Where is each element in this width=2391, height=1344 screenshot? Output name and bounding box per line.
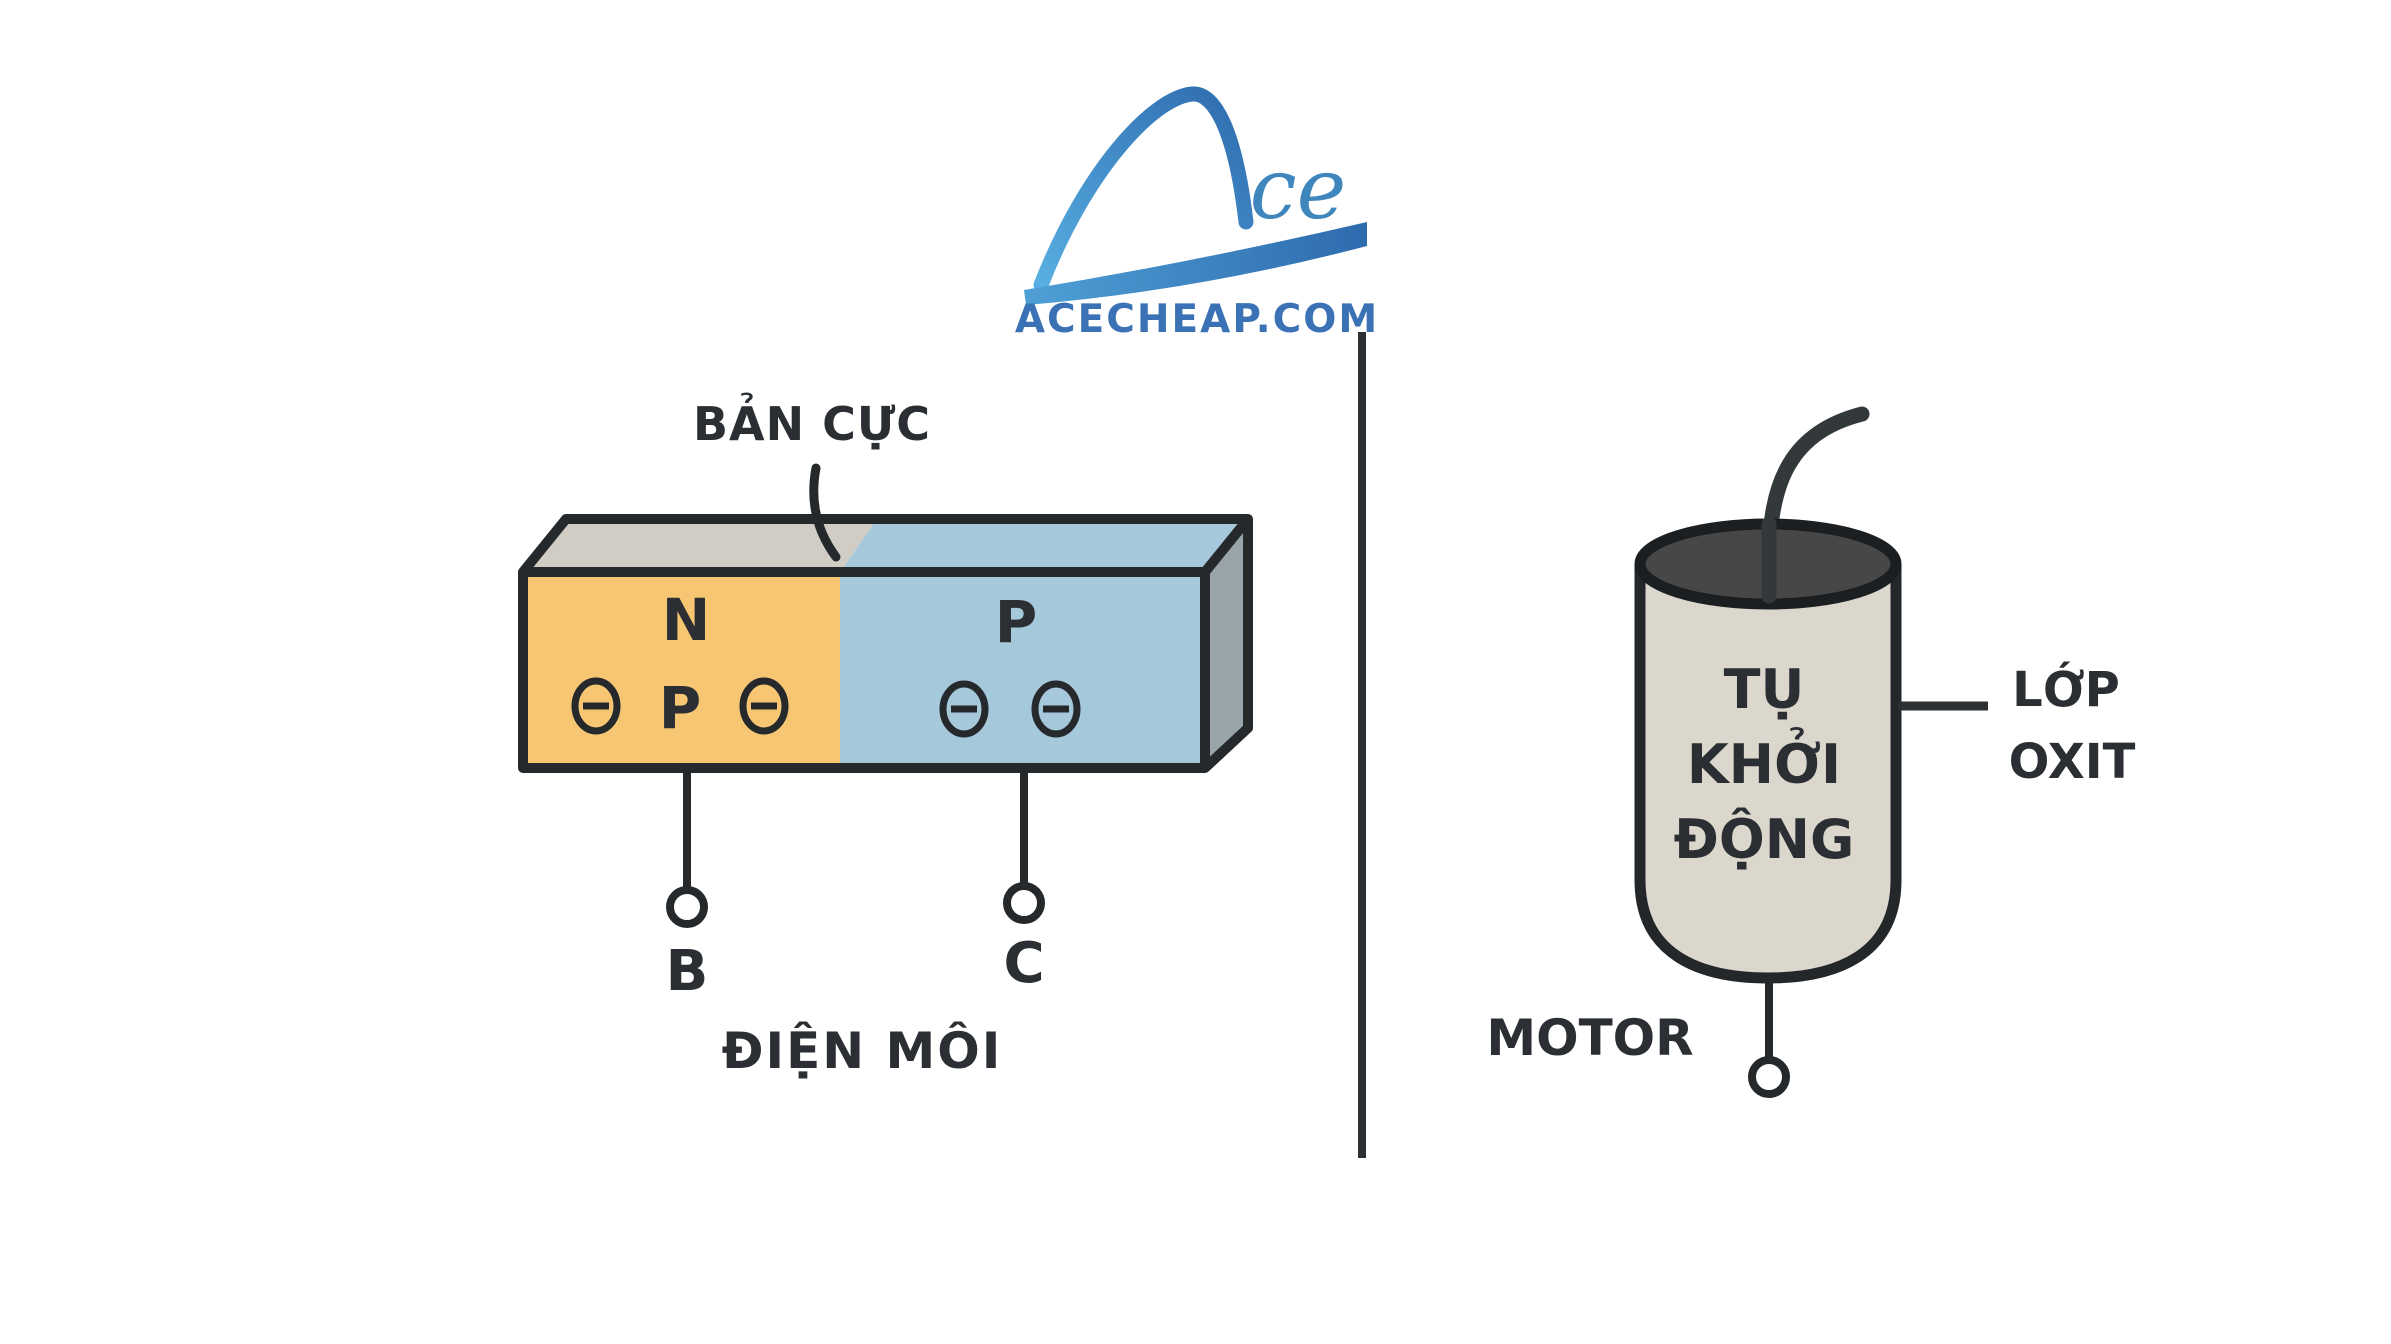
top-face-gray bbox=[523, 519, 877, 572]
box-outer-outline bbox=[518, 514, 1253, 773]
minus-charge-icon bbox=[739, 677, 789, 735]
positive-plate-face bbox=[840, 572, 1205, 768]
positive-section-letter: P bbox=[995, 588, 1038, 656]
logo-monogram-suffix: ce bbox=[1250, 140, 1347, 238]
negative-plate-face bbox=[523, 572, 840, 768]
logo-site-text: ACECHEAP.COM bbox=[1015, 297, 1379, 342]
terminal-c-node bbox=[1003, 882, 1045, 924]
terminal-b-label: B bbox=[666, 939, 709, 1004]
negative-section-letter: N bbox=[662, 586, 711, 654]
side-face bbox=[1205, 519, 1248, 768]
capacitor-label-line1: TỤ bbox=[1724, 658, 1805, 721]
negative-section-sub-letter: P bbox=[659, 674, 702, 742]
oxide-label-line1: LỚP bbox=[2012, 661, 2120, 718]
logo-arc-icon bbox=[1033, 86, 1254, 293]
minus-charge-icon bbox=[1031, 680, 1081, 738]
capacitor-label-line2: KHỞI bbox=[1687, 728, 1841, 796]
dielectric-label: ĐIỆN MÔI bbox=[722, 1021, 1003, 1080]
minus-charge-icon bbox=[571, 677, 621, 735]
start-capacitor-diagram: TỤ KHỞI ĐỘNG LỚP OXIT MOTOR bbox=[1486, 406, 2136, 1098]
capacitor-label-line3: ĐỘNG bbox=[1674, 808, 1855, 871]
motor-terminal-node bbox=[1748, 1056, 1790, 1098]
flat-capacitor-diagram: N P P BẢN CỰC B C ĐIỆN MÔ bbox=[518, 392, 1253, 1080]
terminal-c-label: C bbox=[1003, 931, 1044, 996]
minus-charge-icon bbox=[939, 680, 989, 738]
acecheap-logo: ce ACECHEAP.COM bbox=[1015, 86, 1379, 342]
logo-swoosh-icon bbox=[1024, 222, 1367, 305]
oxide-label-line2: OXIT bbox=[2009, 734, 2136, 790]
box-corner-edge bbox=[1201, 515, 1252, 576]
plate-callout-label: BẢN CỰC bbox=[693, 392, 931, 451]
terminal-b-node bbox=[666, 886, 708, 928]
motor-label: MOTOR bbox=[1486, 1009, 1693, 1067]
plate-callout-pointer bbox=[809, 463, 841, 562]
top-face-blue bbox=[840, 519, 1248, 572]
